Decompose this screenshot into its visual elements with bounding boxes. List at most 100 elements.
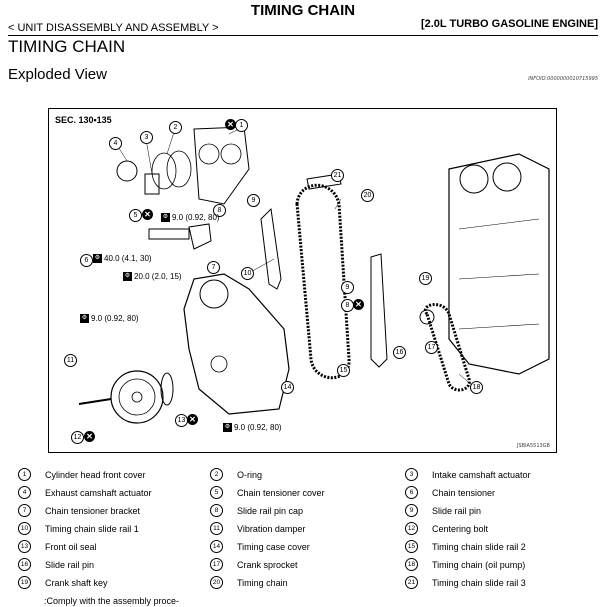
callout-2: 2 bbox=[169, 121, 182, 134]
replace-part-icon-13: ✕ bbox=[187, 414, 198, 425]
leader-3 bbox=[145, 138, 153, 175]
legend-number: 17 bbox=[210, 558, 223, 571]
torque-wrench-icon: ⚙ bbox=[80, 314, 89, 323]
legend-label: Slide rail pin bbox=[432, 505, 482, 516]
legend-label: Front oil seal bbox=[45, 541, 97, 552]
legend-number: 6 bbox=[405, 486, 418, 499]
torque-label-5: ⚙ 9.0 (0.92, 80) bbox=[223, 423, 282, 432]
legend-number: 7 bbox=[18, 504, 31, 517]
callout-10: 10 bbox=[241, 267, 254, 280]
callout-21: 21 bbox=[331, 169, 344, 182]
assembly-note: :Comply with the assembly proce- bbox=[44, 596, 180, 606]
legend-label: Centering bolt bbox=[432, 523, 489, 534]
replace-part-icon-5: ✕ bbox=[142, 209, 153, 220]
legend-number: 4 bbox=[18, 486, 31, 499]
case-cover-seal-seat bbox=[210, 355, 228, 373]
legend-number: 16 bbox=[18, 558, 31, 571]
legend-label: Intake camshaft actuator bbox=[432, 469, 531, 480]
legend-label: Chain tensioner bbox=[432, 487, 496, 498]
torque-label-3: ⚙ 20.0 (2.0, 15) bbox=[123, 272, 182, 281]
legend-item: 14 Timing case cover bbox=[210, 540, 310, 553]
torque-label-2: ⚙ 40.0 (4.1, 30) bbox=[93, 254, 152, 263]
vibration-damper-shape bbox=[110, 370, 164, 424]
torque-wrench-icon: ⚙ bbox=[223, 423, 232, 432]
legend-number: 12 bbox=[405, 522, 418, 535]
callout-8b: 8 bbox=[341, 299, 354, 312]
legend-label: Slide rail pin cap bbox=[237, 505, 304, 516]
callout-4: 4 bbox=[109, 137, 122, 150]
timing-chain-oil-pump-shape bbox=[423, 303, 471, 392]
replace-part-icon-8: ✕ bbox=[353, 299, 364, 310]
vibration-damper-hub bbox=[131, 391, 143, 403]
o-ring-shape-2 bbox=[166, 150, 192, 188]
legend-number: 15 bbox=[405, 540, 418, 553]
info-id: INFOID:0000000010715995 bbox=[528, 76, 598, 82]
torque-wrench-icon: ⚙ bbox=[93, 254, 102, 263]
chain-tensioner-shape bbox=[148, 228, 190, 240]
callout-15: 15 bbox=[337, 364, 350, 377]
figure-id: JSBIA5513GB bbox=[516, 443, 550, 449]
callout-9: 9 bbox=[247, 194, 260, 207]
legend-number: 14 bbox=[210, 540, 223, 553]
callout-5: 5 bbox=[129, 209, 142, 222]
callout-11: 11 bbox=[64, 354, 77, 367]
legend-number: 9 bbox=[405, 504, 418, 517]
cylinder-head-front-cover-shape bbox=[193, 126, 250, 205]
intake-camshaft-actuator-shape bbox=[144, 173, 160, 195]
header-divider bbox=[8, 35, 598, 36]
legend-label: O-ring bbox=[237, 469, 263, 480]
callout-18: 18 bbox=[470, 381, 483, 394]
timing-chain-slide-rail-3-shape bbox=[306, 173, 342, 190]
exploded-view-drawing bbox=[78, 126, 550, 424]
legend-item: 18 Timing chain (oil pump) bbox=[405, 558, 525, 571]
legend-number: 18 bbox=[405, 558, 418, 571]
vibration-damper-inner bbox=[118, 378, 156, 416]
callout-1: 1 bbox=[235, 119, 248, 132]
legend-label: Chain tensioner cover bbox=[237, 487, 325, 498]
o-ring-shape-1 bbox=[151, 152, 177, 190]
case-cover-opening bbox=[199, 279, 229, 309]
legend-number: 13 bbox=[18, 540, 31, 553]
legend-item: 6 Chain tensioner bbox=[405, 486, 495, 499]
replace-part-icon-12: ✕ bbox=[84, 431, 95, 442]
callout-13: 13 bbox=[175, 414, 188, 427]
engine-detail-line-2 bbox=[458, 273, 540, 280]
cover-hole-1 bbox=[198, 143, 220, 165]
engine-cam-gear-1 bbox=[459, 164, 489, 194]
legend-label: Cylinder head front cover bbox=[45, 469, 146, 480]
legend-label: Chain tensioner bracket bbox=[45, 505, 141, 516]
engine-cam-gear-2 bbox=[492, 162, 522, 192]
legend-item: 7 Chain tensioner bracket bbox=[18, 504, 140, 517]
legend-item: 9 Slide rail pin bbox=[405, 504, 481, 517]
legend-label: Timing chain (oil pump) bbox=[432, 559, 526, 570]
callout-20: 20 bbox=[361, 189, 374, 202]
legend-item: 8 Slide rail pin cap bbox=[210, 504, 303, 517]
breadcrumb: < UNIT DISASSEMBLY AND ASSEMBLY > bbox=[8, 22, 219, 34]
exploded-view-figure: SEC. 130•135 1 2 3 4 5 6 7 8 9 10 11 12 … bbox=[48, 108, 557, 453]
page-title: TIMING CHAIN bbox=[8, 37, 126, 56]
legend-item: 13 Front oil seal bbox=[18, 540, 97, 553]
callout-6: 6 bbox=[80, 254, 93, 267]
callout-3: 3 bbox=[140, 131, 153, 144]
legend-number: 2 bbox=[210, 468, 223, 481]
crank-sprocket-shape bbox=[419, 309, 435, 325]
callout-16: 16 bbox=[393, 346, 406, 359]
legend-number: 11 bbox=[210, 522, 223, 535]
legend-label: Timing chain slide rail 3 bbox=[432, 577, 526, 588]
callout-9b: 9 bbox=[341, 281, 354, 294]
document-title: TIMING CHAIN bbox=[250, 2, 356, 19]
legend-item: 12 Centering bolt bbox=[405, 522, 488, 535]
legend-number: 21 bbox=[405, 576, 418, 589]
legend-label: Timing case cover bbox=[237, 541, 310, 552]
page-subtitle: Exploded View bbox=[8, 66, 107, 83]
legend-number: 8 bbox=[210, 504, 223, 517]
